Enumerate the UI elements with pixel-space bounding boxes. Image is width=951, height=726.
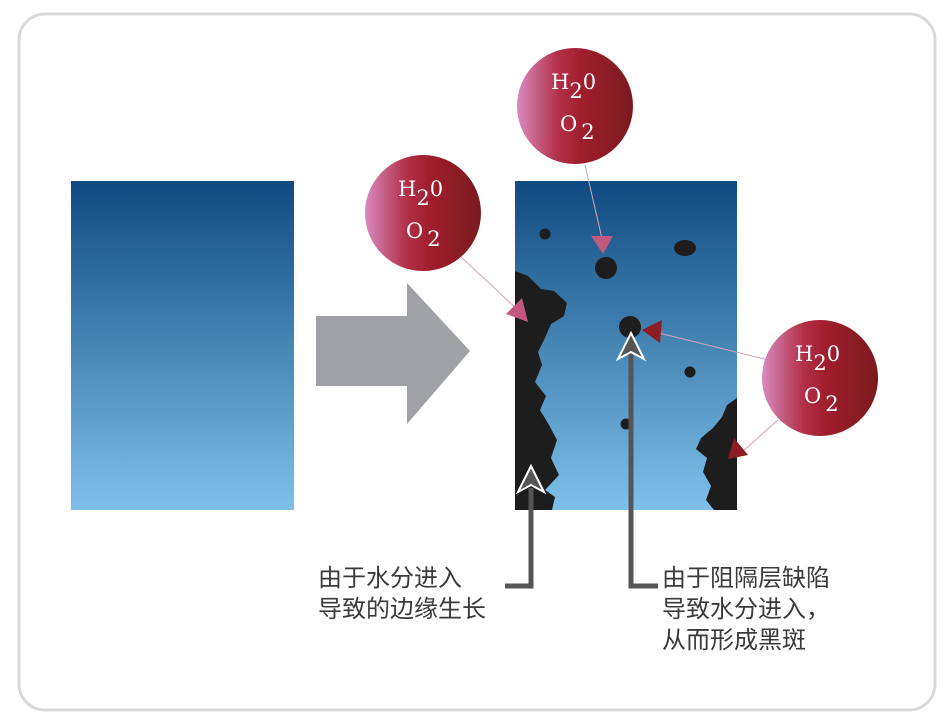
dark-spot [539, 228, 551, 240]
ingress-arrowhead [728, 438, 748, 459]
ingress-line [458, 254, 521, 313]
dark-spot-caption: 由于阻隔层缺陷 导致水分进入， 从而形成黑斑 [662, 564, 830, 654]
water-formula: H20 [795, 342, 840, 375]
ingress-arrowhead [591, 236, 613, 254]
edge-leader-arrowhead [515, 463, 547, 495]
ingress-line [584, 164, 604, 244]
molecule-sphere [365, 155, 481, 271]
edge-leader-line [505, 488, 534, 589]
spot-leader-line [628, 352, 658, 589]
water-formula: H20 [551, 70, 596, 103]
dark-spot [595, 257, 617, 279]
dark-spot [619, 316, 641, 338]
edge-growth-caption: 由于水分进入 导致的边缘生长 [318, 564, 486, 623]
dark-spot [684, 366, 696, 378]
molecule-sphere [762, 320, 878, 436]
intact-panel [71, 181, 294, 510]
transition-arrow [316, 283, 470, 424]
dark-spot [674, 240, 696, 256]
spot-leader-arrowhead [615, 330, 647, 362]
water-formula: H20 [398, 177, 443, 210]
edge-growth-right [696, 398, 737, 510]
molecule-sphere [517, 48, 633, 164]
dark-spot-leader [615, 330, 658, 589]
ingress-line [654, 331, 769, 361]
ingress-line [741, 419, 779, 453]
edge-growth-leader [505, 463, 547, 589]
ingress-arrowhead [506, 298, 528, 322]
ingress-arrowhead [642, 320, 662, 343]
edge-growth-left [515, 271, 567, 510]
